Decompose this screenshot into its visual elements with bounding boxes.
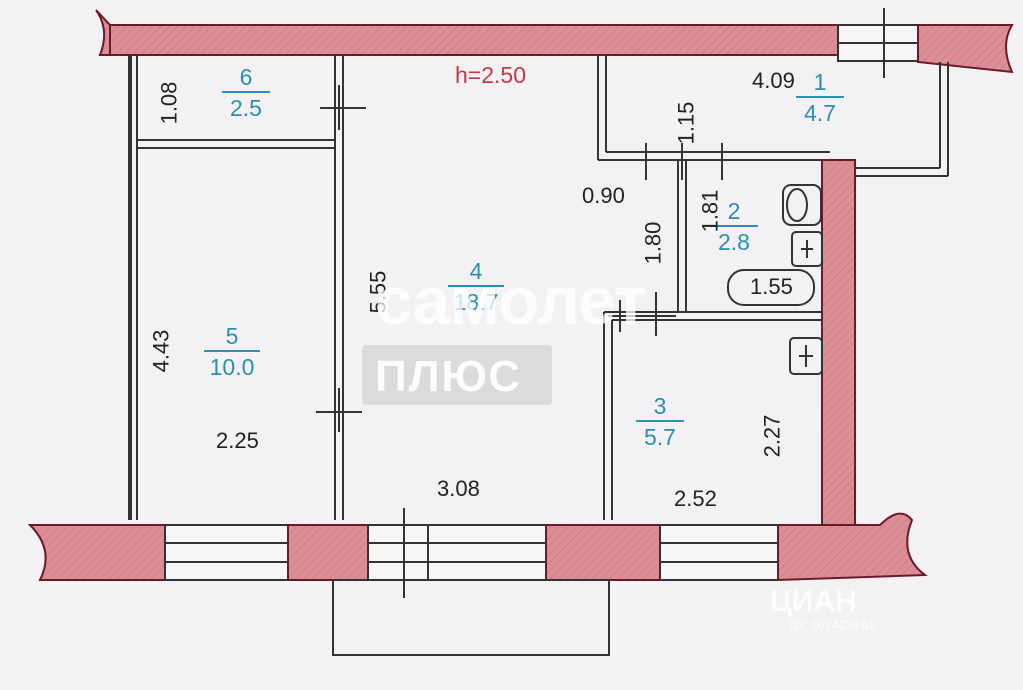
dimension-label: 2.52 [674,486,717,511]
room-area: 4.7 [796,96,844,127]
room-2-label: 2 2.8 [710,198,758,256]
room-4-label: 4 18.7 [448,258,504,316]
room-area: 18.7 [448,285,504,316]
dimension-label: 1.15 [673,101,699,145]
brand-sub-watermark: ПЛЮС [375,352,523,401]
balcony-outline [332,579,610,656]
bathtub-fixture [727,269,815,306]
room-area: 2.5 [222,91,270,122]
dimension-label: 1.08 [156,81,182,125]
dimension-label: 2.25 [216,428,259,453]
bottom-pier-1 [287,524,369,581]
room-number: 5 [225,323,239,349]
room-number: 4 [469,258,483,284]
bottom-left-wall [27,524,166,581]
bottom-window-1 [164,524,289,581]
room-number: 3 [653,393,667,419]
top-right-wall [917,24,1014,74]
room-area: 5.7 [636,420,684,451]
listing-id-watermark: ID: 107423161 [790,617,876,632]
dimension-label: 4.09 [752,68,795,93]
room-5-label: 5 10.0 [204,323,260,381]
top-wall-band [109,24,839,56]
brand-watermark: самолет [375,263,647,339]
bottom-pier-2 [545,524,661,581]
room-number: 1 [813,69,827,95]
ceiling-height-label: h=2.50 [455,62,526,88]
dimension-label: 1.81 [697,189,723,233]
sink-fixture [791,231,823,267]
room-number: 6 [239,64,253,90]
bottom-window-2 [659,524,779,581]
room-area: 10.0 [204,350,260,381]
bottom-right-wall [777,512,928,582]
dimension-label: 2.27 [759,414,785,458]
brand-sub-box [362,345,552,405]
dimension-label: 3.08 [437,476,480,501]
room-area: 2.8 [710,225,758,256]
toilet-fixture [782,184,822,226]
kitchen-sink-fixture [789,337,823,375]
dimension-label: 1.55 [750,274,793,299]
dimension-label: 4.43 [148,329,174,373]
dimension-label: 1.80 [640,221,666,265]
dimension-label: 0.90 [582,183,625,208]
right-interior-wall [821,159,856,531]
room-number: 2 [727,198,741,224]
room-3-label: 3 5.7 [636,393,684,451]
balcony-door [367,524,547,581]
site-watermark: ЦИАН [770,585,857,618]
room-1-label: 1 4.7 [796,69,844,127]
room-6-label: 6 2.5 [222,64,270,122]
